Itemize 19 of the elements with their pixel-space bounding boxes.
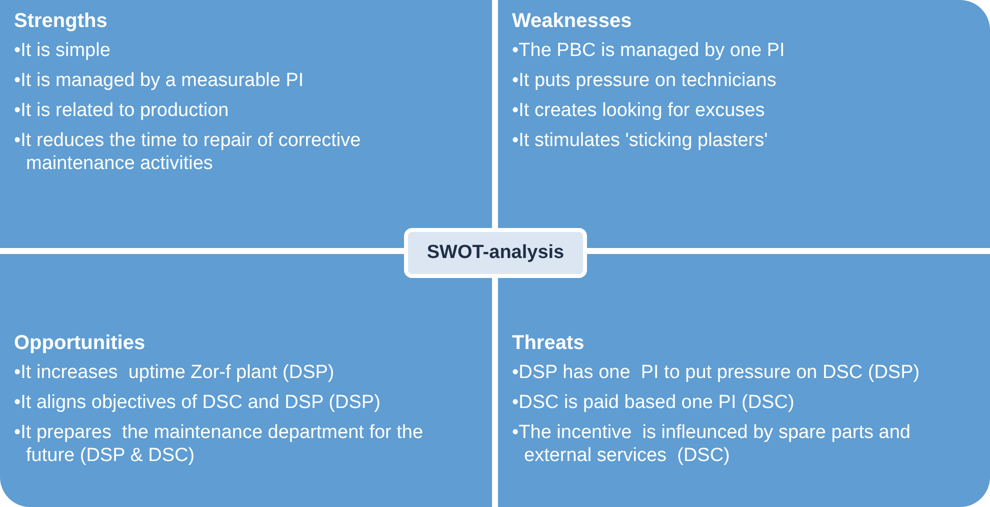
panel-heading: Strengths (14, 10, 108, 33)
bullet-item: •The PBC is managed by one PI (512, 39, 786, 62)
bullet-item: •It creates looking for excuses (512, 99, 766, 122)
center-label-box: SWOT-analysis (404, 228, 587, 278)
bullet-item: •DSC is paid based one PI (DSC) (512, 391, 796, 414)
panel-heading: Opportunities (14, 332, 146, 355)
panel-heading: Weaknesses (512, 10, 632, 33)
bullet-item: •It puts pressure on technicians (512, 69, 778, 92)
bullet-item: •It stimulates 'sticking plasters' (512, 129, 769, 152)
bullet-item: •It is related to production (14, 99, 230, 122)
bullet-item: •The incentive is infleunced by spare parts and external services (DSC) (512, 421, 912, 467)
bullet-item: •It is simple (14, 39, 112, 62)
bullet-item: •It reduces the time to repair of corrective maintenance activities (14, 129, 362, 175)
panel-heading: Threats (512, 332, 584, 355)
bullet-item: •It aligns objectives of DSC and DSP (DSP) (14, 391, 382, 414)
bullet-item: •It increases uptime Zor-f plant (DSP) (14, 361, 336, 384)
bullet-item: •It prepares the maintenance department for the future (DSP & DSC) (14, 421, 424, 467)
bullet-item: •DSP has one PI to put pressure on DSC (DSP) (512, 361, 921, 384)
bullet-item: •It is managed by a measurable PI (14, 69, 305, 92)
